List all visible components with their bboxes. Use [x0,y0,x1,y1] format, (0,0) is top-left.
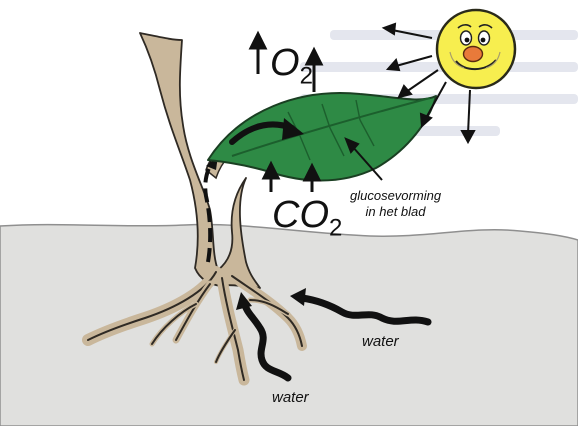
water-label-bottom: water [272,390,309,405]
oxygen-label-sub: 2 [300,62,313,89]
sun-face-icon [437,10,515,88]
co2-label-sub: 2 [329,214,342,241]
water-label-right: water [362,334,399,349]
oxygen-label-main: O [270,42,300,84]
co2-label-main: CO [272,194,329,236]
glucose-label: glucosevorming in het blad [350,188,441,220]
co2-label: CO2 [272,196,342,240]
glucose-label-line1: glucosevorming [350,188,441,204]
oxygen-label: O2 [270,44,313,88]
glucose-label-line2: in het blad [350,204,441,220]
